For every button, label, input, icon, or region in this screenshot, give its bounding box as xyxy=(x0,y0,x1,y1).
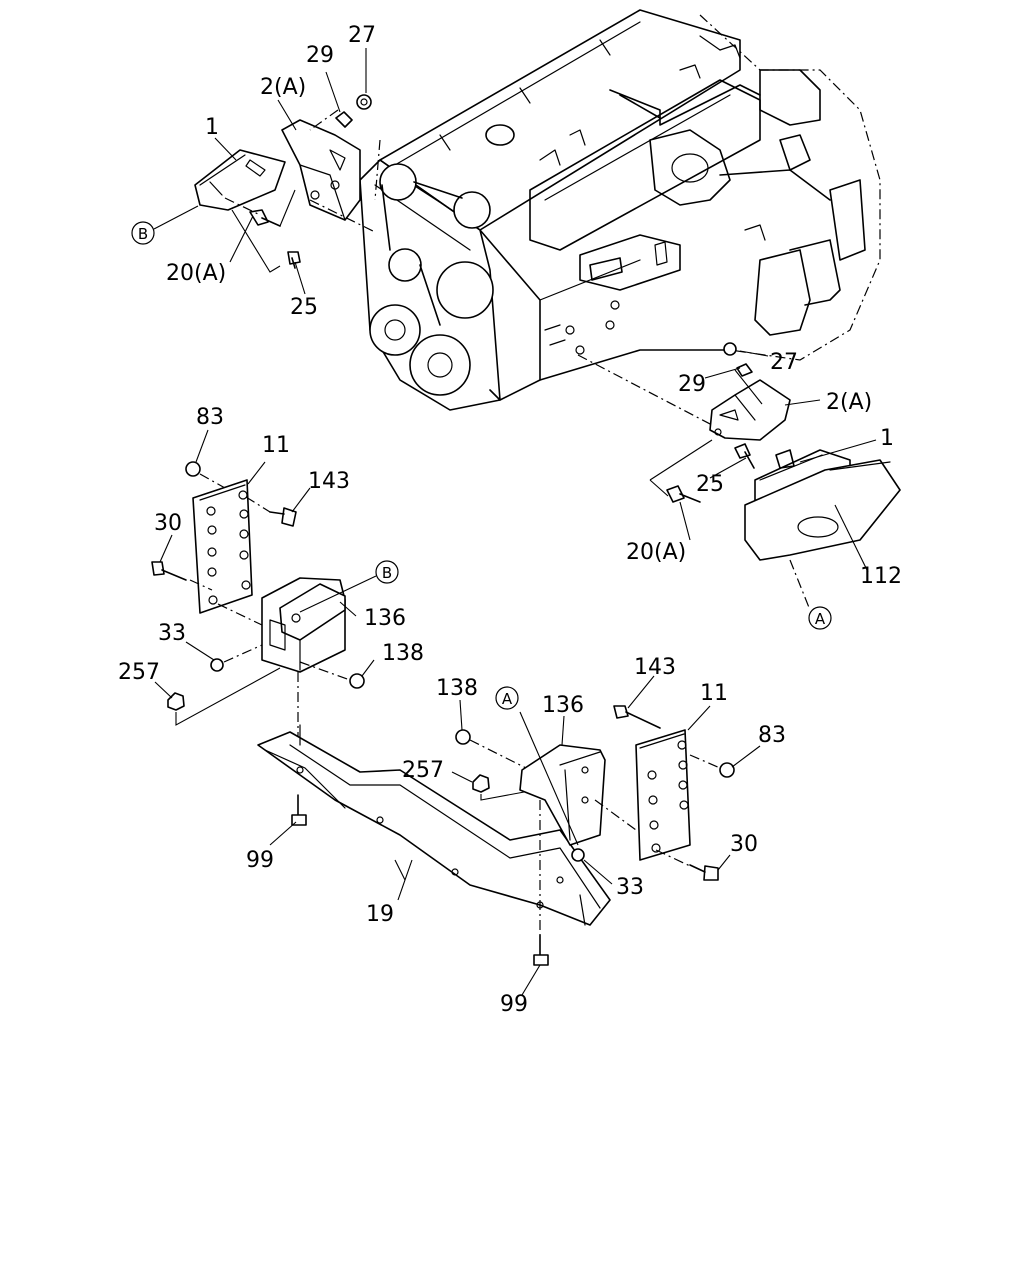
nut-27-right xyxy=(723,342,737,356)
label-20a-right: 20(A) xyxy=(626,540,686,565)
nut-138-left xyxy=(349,673,365,689)
nut-27-top xyxy=(356,94,372,110)
part-number-labels: 27 29 2(A) 1 20(A) 25 27 29 2(A) 1 25 20… xyxy=(118,23,902,1017)
label-138-left: 138 xyxy=(382,641,424,666)
label-138-right: 138 xyxy=(436,676,478,701)
label-99-left: 99 xyxy=(246,848,274,873)
bolt-99-left xyxy=(291,794,307,826)
bolt-25-right xyxy=(734,443,755,469)
washer-33-right xyxy=(571,848,585,862)
label-25-top: 25 xyxy=(290,295,318,320)
label-19: 19 xyxy=(366,902,394,927)
label-2a-top: 2(A) xyxy=(260,75,306,100)
bolt-20a-top xyxy=(249,209,281,227)
label-29-top: 29 xyxy=(306,43,334,68)
label-99-bottom: 99 xyxy=(500,992,528,1017)
svg-text:B: B xyxy=(138,225,148,243)
bracket-2a-top xyxy=(281,119,361,221)
leader-lines xyxy=(154,48,877,996)
nut-257-right xyxy=(472,774,490,793)
plate-11-right xyxy=(635,729,691,861)
left-frame-mount-assembly xyxy=(151,461,365,770)
label-143-left: 143 xyxy=(308,469,350,494)
washer-29-right xyxy=(736,363,753,377)
bolt-20a-right xyxy=(666,485,701,503)
label-30-left: 30 xyxy=(154,511,182,536)
label-29-right: 29 xyxy=(678,372,706,397)
ref-marker-a-right: A xyxy=(808,606,832,630)
label-136-right: 136 xyxy=(542,693,584,718)
label-136-left: 136 xyxy=(364,606,406,631)
svg-text:A: A xyxy=(502,690,513,708)
label-143-right: 143 xyxy=(634,655,676,680)
mount-136-right xyxy=(519,744,606,846)
bolt-143-right xyxy=(613,705,661,729)
bolt-25-top xyxy=(287,251,301,269)
label-1-right: 1 xyxy=(880,426,894,451)
crossmember-19 xyxy=(257,724,611,926)
right-frame-mount-assembly xyxy=(455,705,735,881)
bolt-30-right xyxy=(689,864,719,881)
nut-83-right xyxy=(719,762,735,778)
bolt-30-left xyxy=(151,561,187,581)
label-2a-right: 2(A) xyxy=(826,390,872,415)
left-engine-bracket-assembly xyxy=(194,94,376,273)
label-20a-top: 20(A) xyxy=(166,261,226,286)
label-27-right: 27 xyxy=(770,350,798,375)
label-11-right: 11 xyxy=(700,681,728,706)
label-257-right: 257 xyxy=(402,758,444,783)
svg-text:B: B xyxy=(382,564,392,582)
ref-marker-a-mid: A xyxy=(495,686,519,710)
label-33-left: 33 xyxy=(158,621,186,646)
label-83-left: 83 xyxy=(196,405,224,430)
svg-text:A: A xyxy=(815,610,826,628)
ref-marker-b-top: B xyxy=(131,205,199,245)
label-25-right: 25 xyxy=(696,472,724,497)
label-33-right: 33 xyxy=(616,875,644,900)
nut-138-right xyxy=(455,729,471,745)
label-257-left: 257 xyxy=(118,660,160,685)
ref-marker-b-mid: B xyxy=(299,560,399,613)
nut-257-left xyxy=(167,692,185,711)
label-30-right: 30 xyxy=(730,832,758,857)
washer-29-top xyxy=(335,111,353,128)
nut-83-left xyxy=(185,461,201,477)
bolt-99-bottom xyxy=(533,934,549,966)
engine-block xyxy=(359,9,881,411)
mount-1-top xyxy=(194,149,286,211)
bolt-143-left xyxy=(269,507,297,527)
label-1-top: 1 xyxy=(205,115,219,140)
right-engine-bracket-assembly xyxy=(577,342,901,611)
label-27-top: 27 xyxy=(348,23,376,48)
label-112: 112 xyxy=(860,564,902,589)
washer-33-left xyxy=(210,658,224,672)
label-83-right: 83 xyxy=(758,723,786,748)
label-11-left: 11 xyxy=(262,433,290,458)
